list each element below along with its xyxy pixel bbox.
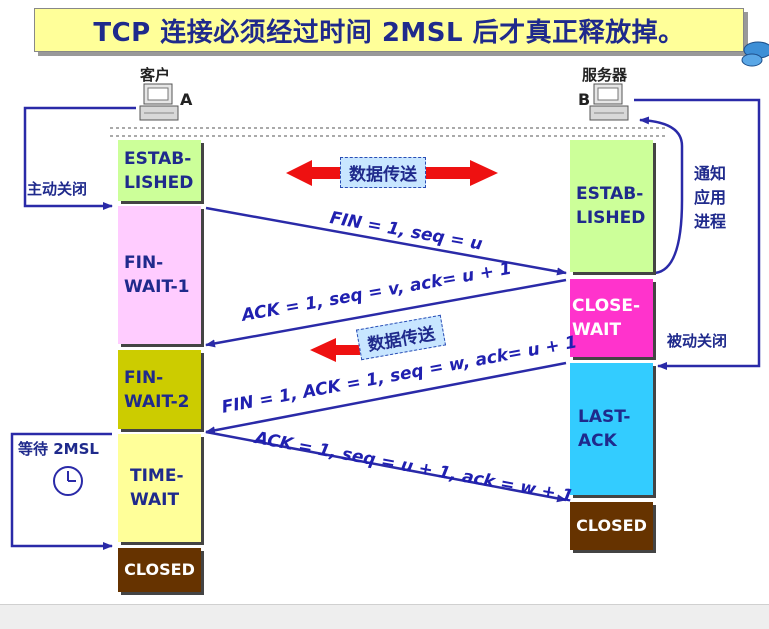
page-title: TCP 连接必须经过时间 2MSL 后才真正释放掉。 [93,17,685,48]
fin1-arrow [205,206,567,276]
title-banner: TCP 连接必须经过时间 2MSL 后才真正释放掉。 [34,8,744,52]
client-state-closed: CLOSED [118,548,201,592]
client-state-fin-wait-2: FIN- WAIT-2 [118,350,201,429]
ack1-arrow [205,278,567,348]
server-state-last-ack: LAST- ACK [570,363,653,495]
network-icon [741,41,769,67]
client-state-established: ESTAB- LISHED [118,140,201,201]
server-state-established: ESTAB- LISHED [570,140,653,272]
notify-app-label: 通知 应用 进程 [694,164,727,231]
server-state-close-wait: CLOSE- WAIT [570,279,653,357]
data-transfer-left-arrow [310,338,360,362]
server-state-closed: CLOSED [570,502,653,550]
clock-icon [53,466,83,496]
client-state-fin-wait-1: FIN- WAIT-1 [118,206,201,344]
fin2-arrow [205,361,567,435]
bottom-status-bar [0,604,769,629]
data-transfer-label-1: 数据传送 [340,157,426,188]
notify-app-arrow [639,116,684,275]
active-close-label: 主动关闭 [27,180,88,198]
active-close-arrow [23,106,136,210]
client-state-time-wait: TIME- WAIT [118,434,201,542]
server-letter-label: B [578,90,591,109]
wait-2msl-arrow [10,432,113,550]
ack2-arrow [205,430,567,503]
client-computer-icon [139,83,179,121]
passive-close-arrow [634,98,761,370]
passive-close-label: 被动关闭 [667,332,728,350]
client-role-label: 客户 [140,66,171,84]
server-computer-icon [589,83,629,121]
wait-2msl-label: 等待 2MSL [18,440,99,458]
server-role-label: 服务器 [582,66,628,84]
client-letter-label: A [180,90,193,109]
